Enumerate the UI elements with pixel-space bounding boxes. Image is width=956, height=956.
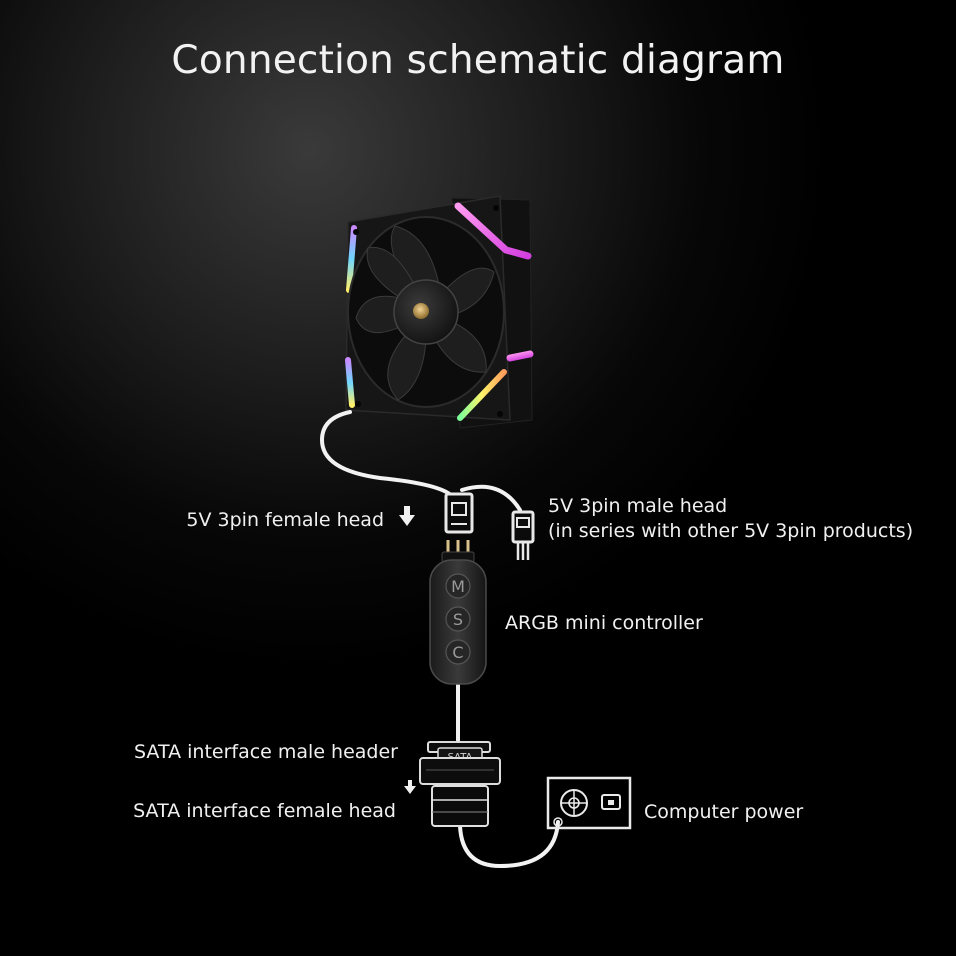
controller-button-s[interactable] xyxy=(445,606,471,632)
fan-cable xyxy=(319,410,454,498)
computer-power-supply xyxy=(546,776,632,830)
sata-male-header: SATA xyxy=(419,741,501,785)
fan-rgb-mid-right-bar xyxy=(506,350,534,362)
computer-power-label: Computer power xyxy=(644,801,804,823)
male-3pin-note: (in series with other 5V 3pin products) xyxy=(548,520,914,542)
down-arrow-icon xyxy=(399,506,415,526)
argb-controller-label: ARGB mini controller xyxy=(505,612,703,634)
cables xyxy=(319,410,560,869)
female-3pin-connector xyxy=(444,492,474,534)
male-3pin-label: 5V 3pin male head xyxy=(548,495,728,517)
controller-button-s-label: S xyxy=(453,610,463,629)
fan-hub-cap xyxy=(413,303,429,319)
controller-button-m-label: M xyxy=(451,577,465,596)
sata-male-label: SATA interface male header xyxy=(134,741,398,763)
fan-rgb-top-right-bar xyxy=(454,202,532,260)
fan-rgb-bottom-bar xyxy=(457,369,507,421)
fan-rgb-left-bottom-bar xyxy=(345,357,355,408)
controller-button-c-label: C xyxy=(452,643,463,662)
controller-button-c[interactable] xyxy=(445,639,471,665)
female-3pin-label: 5V 3pin female head xyxy=(186,509,384,531)
male-3pin-connector xyxy=(511,510,535,560)
fan-rgb-left-bar xyxy=(346,225,357,293)
power-cable xyxy=(458,820,560,869)
controller-button-m[interactable] xyxy=(445,573,471,599)
argb-mini-controller: M S C xyxy=(429,559,487,685)
psu-socket-icon xyxy=(601,794,621,810)
sata-female-head xyxy=(431,785,489,827)
male-3pin-cable xyxy=(460,484,522,512)
diagram-title: Connection schematic diagram xyxy=(171,38,785,83)
sata-female-label: SATA interface female head xyxy=(133,800,396,822)
down-arrow-small-icon xyxy=(404,780,416,794)
rgb-fan xyxy=(345,195,534,429)
